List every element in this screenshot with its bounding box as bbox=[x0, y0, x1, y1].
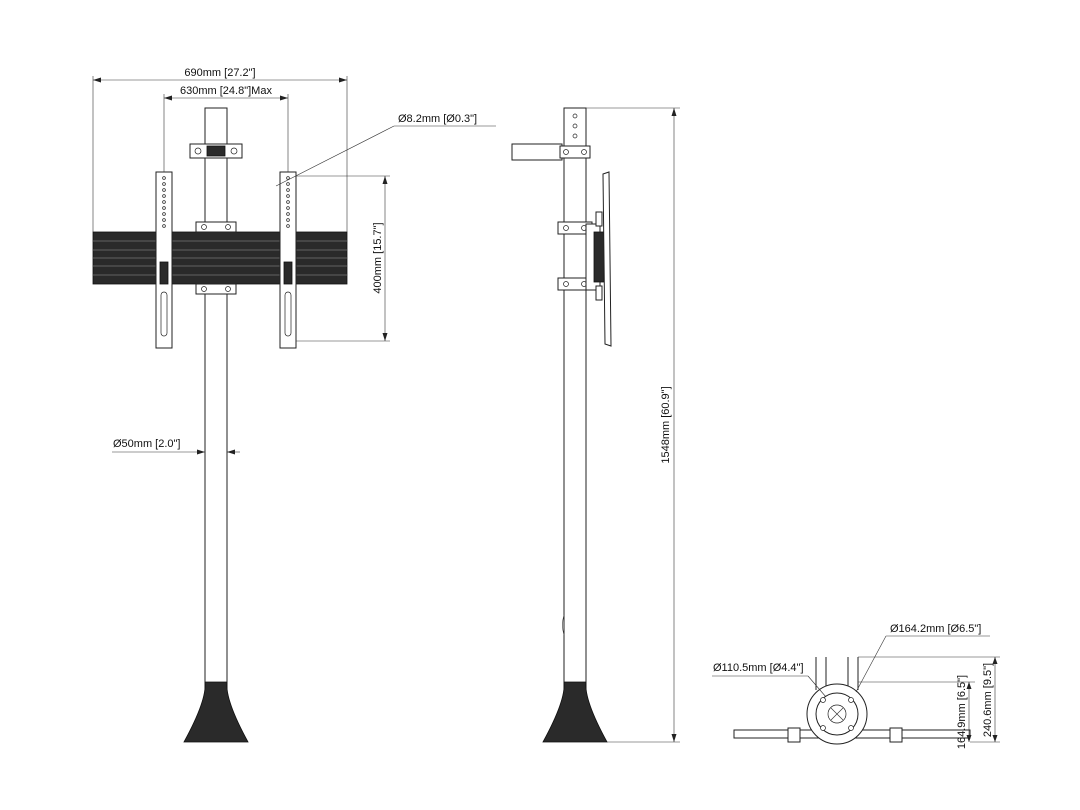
front-view: 690mm [27.2"] 630mm [24.8"]Max Ø8.2mm [Ø… bbox=[92, 67, 496, 743]
label-hole-diameter: Ø8.2mm [Ø0.3"] bbox=[398, 113, 477, 125]
front-rail bbox=[92, 231, 348, 285]
front-top-clamp bbox=[189, 143, 243, 159]
front-base bbox=[183, 681, 249, 743]
side-pole bbox=[563, 107, 587, 691]
label-overall-width: 690mm [27.2"] bbox=[184, 67, 255, 79]
label-pole-diameter: Ø50mm [2.0"] bbox=[113, 438, 180, 450]
dim-vesa-width: 630mm [24.8"]Max bbox=[163, 85, 289, 172]
side-view: 1548mm [60.9"] bbox=[511, 107, 680, 743]
front-pole bbox=[204, 107, 228, 691]
dim-total-height: 1548mm [60.9"] bbox=[586, 107, 680, 743]
side-top-clamp bbox=[511, 143, 591, 161]
label-base-height-inner: 164.9mm [6.5"] bbox=[956, 675, 968, 749]
front-left-arm bbox=[155, 171, 173, 349]
side-screen-plate bbox=[602, 171, 612, 347]
label-total-height: 1548mm [60.9"] bbox=[660, 386, 672, 463]
front-right-arm bbox=[279, 171, 297, 349]
dim-base-height-outer: 240.6mm [9.5"] bbox=[982, 657, 998, 742]
label-vesa-height: 400mm [15.7"] bbox=[372, 222, 384, 293]
dim-vesa-height: 400mm [15.7"] bbox=[296, 175, 390, 342]
dim-hole-diameter: Ø8.2mm [Ø0.3"] bbox=[275, 113, 496, 187]
dim-base-height-inner: 164.9mm [6.5"] bbox=[858, 656, 1000, 749]
front-rail-clamps bbox=[195, 221, 237, 295]
dim-pole-diameter: Ø50mm [2.0"] bbox=[112, 438, 240, 455]
label-base-outer-diameter: Ø164.2mm [Ø6.5"] bbox=[890, 623, 981, 635]
dim-base-inner-diameter: Ø110.5mm [Ø4.4"] bbox=[712, 662, 827, 698]
dim-base-outer-diameter: Ø164.2mm [Ø6.5"] bbox=[855, 623, 990, 693]
label-vesa-width: 630mm [24.8"]Max bbox=[180, 85, 272, 97]
label-base-inner-diameter: Ø110.5mm [Ø4.4"] bbox=[713, 662, 804, 674]
dim-overall-width: 690mm [27.2"] bbox=[92, 67, 348, 232]
base-detail-view: Ø164.2mm [Ø6.5"] Ø110.5mm [Ø4.4"] 164.9m… bbox=[712, 623, 1000, 749]
side-tilt-bracket bbox=[585, 211, 605, 301]
side-base bbox=[542, 681, 608, 743]
label-base-height-outer: 240.6mm [9.5"] bbox=[982, 663, 994, 737]
